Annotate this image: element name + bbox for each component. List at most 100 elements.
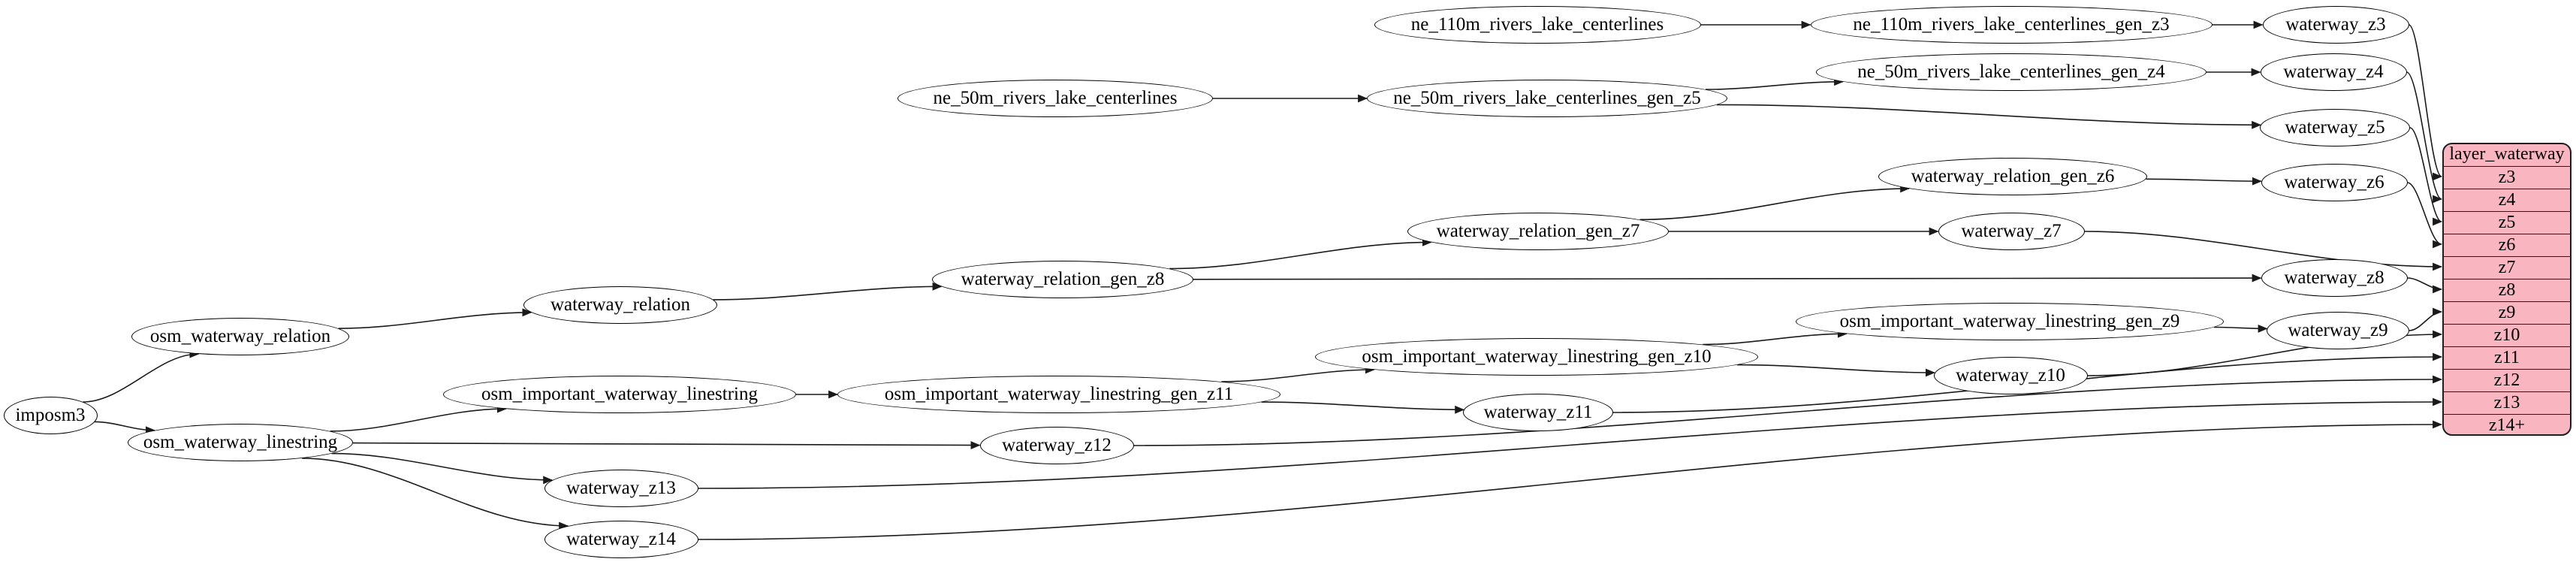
record-field-z8: z8 <box>2444 279 2570 302</box>
edge-waterway_z13-to-layer_waterway-z13 <box>698 397 2443 489</box>
record-field-z7: z7 <box>2444 257 2570 279</box>
edge-waterway_z9-to-layer_waterway-z9 <box>2409 307 2443 331</box>
record-field-z11: z11 <box>2444 347 2570 370</box>
node-label: waterway_z4 <box>2283 62 2384 82</box>
node-waterway-z5: waterway_z5 <box>2260 109 2410 147</box>
edge-waterway_z12-to-layer_waterway-z12 <box>1133 375 2443 446</box>
edge-waterway_z8-to-layer_waterway-z8 <box>2407 277 2443 294</box>
node-label: osm_important_waterway_linestring_gen_z1… <box>884 384 1234 404</box>
node-label: ne_50m_rivers_lake_centerlines_gen_z4 <box>1857 62 2165 82</box>
record-field-z14+: z14+ <box>2488 415 2526 435</box>
node-label: waterway_z12 <box>1002 435 1112 455</box>
node-osm-important-waterway-linestring-gen-z11: osm_important_waterway_linestring_gen_z1… <box>837 376 1280 413</box>
node-waterway-z11: waterway_z11 <box>1463 394 1613 431</box>
node-label: waterway_z13 <box>566 478 676 498</box>
node-label: waterway_z3 <box>2285 14 2386 35</box>
edge-waterway_relation_gen_z6-to-waterway_z6 <box>2146 177 2262 186</box>
edge-waterway_z14-to-layer_waterway-z14+ <box>698 420 2443 540</box>
record-field-z12: z12 <box>2444 370 2570 392</box>
edge-ne_50m_rivers_lake_centerlines_gen_z5-to-waterway_z5 <box>1716 104 2262 129</box>
node-label: waterway_relation_gen_z8 <box>961 269 1165 289</box>
node-imposm3: imposm3 <box>3 397 98 434</box>
node-waterway-z8: waterway_z8 <box>2261 259 2408 297</box>
node-waterway-relation-gen-z6: waterway_relation_gen_z6 <box>1878 158 2147 195</box>
node-waterway-z6: waterway_z6 <box>2261 164 2408 201</box>
node-label: ne_110m_rivers_lake_centerlines <box>1410 14 1664 35</box>
edge-waterway_z7-to-layer_waterway-z7 <box>2084 231 2443 271</box>
node-ne-50m-rivers-lake-centerlines: ne_50m_rivers_lake_centerlines <box>897 80 1213 117</box>
node-waterway-z12: waterway_z12 <box>979 427 1134 464</box>
record-field-z5: z5 <box>2444 212 2570 234</box>
node-osm-waterway-linestring: osm_waterway_linestring <box>128 424 353 461</box>
node-label: osm_important_waterway_linestring_gen_z9 <box>1839 311 2180 331</box>
edge-group <box>83 20 2443 540</box>
node-label: waterway_relation_gen_z7 <box>1436 221 1640 241</box>
node-label: osm_waterway_relation <box>149 326 331 346</box>
node-osm-important-waterway-linestring-gen-z10: osm_important_waterway_linestring_gen_z1… <box>1315 338 1758 376</box>
node-waterway-z13: waterway_z13 <box>544 470 698 507</box>
node-waterway-z3: waterway_z3 <box>2262 6 2409 44</box>
edge-waterway_z5-to-layer_waterway-z5 <box>2409 127 2443 226</box>
node-label: osm_waterway_linestring <box>143 432 338 452</box>
node-osm-waterway-relation: osm_waterway_relation <box>131 318 349 355</box>
node-waterway-relation: waterway_relation <box>523 286 717 324</box>
record-field-z6: z6 <box>2444 234 2570 257</box>
node-waterway-z14: waterway_z14 <box>544 521 698 558</box>
node-osm-important-waterway-linestring: osm_important_waterway_linestring <box>443 376 796 413</box>
edge-osm_waterway_linestring-to-waterway_z14 <box>302 458 569 530</box>
node-label: imposm3 <box>15 405 86 425</box>
node-ne-50m-rivers-lake-centerlines-gen-z5: ne_50m_rivers_lake_centerlines_gen_z5 <box>1367 80 1727 117</box>
edge-osm_important_waterway_linestring_gen_z9-to-waterway_z9 <box>2213 324 2268 333</box>
node-label: waterway_z7 <box>1961 221 2062 241</box>
edge-osm_waterway_linestring-to-waterway_z12 <box>352 441 981 450</box>
node-waterway-z7: waterway_z7 <box>1938 213 2085 250</box>
node-ne-50m-rivers-lake-centerlines-gen-z4: ne_50m_rivers_lake_centerlines_gen_z4 <box>1816 53 2206 91</box>
node-label: waterway_relation_gen_z6 <box>1911 166 2115 186</box>
edge-osm_important_waterway_linestring_gen_z11-to-osm_important_waterway_linestring_gen_z10 <box>1221 365 1375 382</box>
record-field-z3: z3 <box>2444 167 2570 189</box>
edge-waterway_relation_gen_z8-to-waterway_relation_gen_z7 <box>1169 237 1432 270</box>
edge-waterway_z3-to-layer_waterway-z3 <box>2408 24 2443 181</box>
record-field-z9: z9 <box>2444 302 2570 325</box>
node-waterway-z4: waterway_z4 <box>2260 53 2407 91</box>
node-waterway-z9: waterway_z9 <box>2267 312 2409 349</box>
node-label: osm_important_waterway_linestring <box>481 384 758 404</box>
edge-imposm3-to-osm_waterway_relation <box>83 349 200 403</box>
table-header-layer-waterway: layer_waterway <box>2444 144 2570 167</box>
edge-osm_waterway_linestring-to-osm_important_waterway_linestring <box>330 404 507 432</box>
record-field-z10: z10 <box>2444 325 2570 347</box>
edge-waterway_relation_gen_z8-to-waterway_z8 <box>1193 273 2262 282</box>
node-label: waterway_z5 <box>2285 117 2385 137</box>
node-label: waterway_z6 <box>2284 172 2384 192</box>
edge-ne_50m_rivers_lake_centerlines_gen_z5-to-ne_50m_rivers_lake_centerlines_gen_z4 <box>1705 77 1845 90</box>
node-label: waterway_z9 <box>2288 320 2388 340</box>
edge-osm_important_waterway_linestring_gen_z10-to-waterway_z10 <box>1737 364 1935 377</box>
edge-waterway_z4-to-layer_waterway-z4 <box>2406 71 2443 204</box>
node-waterway-relation-gen-z8: waterway_relation_gen_z8 <box>932 261 1193 298</box>
edge-osm_waterway_linestring-to-waterway_z13 <box>331 452 554 485</box>
node-label: waterway_z14 <box>566 529 676 549</box>
node-ne-110m-rivers-lake-centerlines-gen-z3: ne_110m_rivers_lake_centerlines_gen_z3 <box>1810 6 2213 44</box>
node-label: waterway_z11 <box>1483 402 1593 422</box>
node-osm-important-waterway-linestring-gen-z9: osm_important_waterway_linestring_gen_z9 <box>1796 303 2224 340</box>
node-label: waterway_z10 <box>1956 365 2065 385</box>
node-waterway-z10: waterway_z10 <box>1933 357 2088 394</box>
edge-imposm3-to-osm_waterway_linestring <box>94 421 155 435</box>
record-field-z4: z4 <box>2444 189 2570 212</box>
edge-osm_waterway_relation-to-waterway_relation <box>338 308 532 329</box>
edge-waterway_z6-to-layer_waterway-z6 <box>2407 182 2443 249</box>
node-waterway-relation-gen-z7: waterway_relation_gen_z7 <box>1407 213 1669 250</box>
record-field-z13: z13 <box>2444 392 2570 415</box>
edge-osm_important_waterway_linestring_gen_z10-to-osm_important_waterway_linestring_gen_z9 <box>1703 329 1848 346</box>
edge-waterway_relation-to-waterway_relation_gen_z8 <box>713 282 943 301</box>
node-label: waterway_z8 <box>2284 267 2384 288</box>
node-label: ne_50m_rivers_lake_centerlines <box>933 88 1178 108</box>
node-label: waterway_relation <box>550 295 691 315</box>
edge-osm_important_waterway_linestring_gen_z11-to-waterway_z11 <box>1261 401 1465 414</box>
node-label: ne_50m_rivers_lake_centerlines_gen_z5 <box>1393 88 1701 108</box>
node-label: ne_110m_rivers_lake_centerlines_gen_z3 <box>1853 14 2170 35</box>
